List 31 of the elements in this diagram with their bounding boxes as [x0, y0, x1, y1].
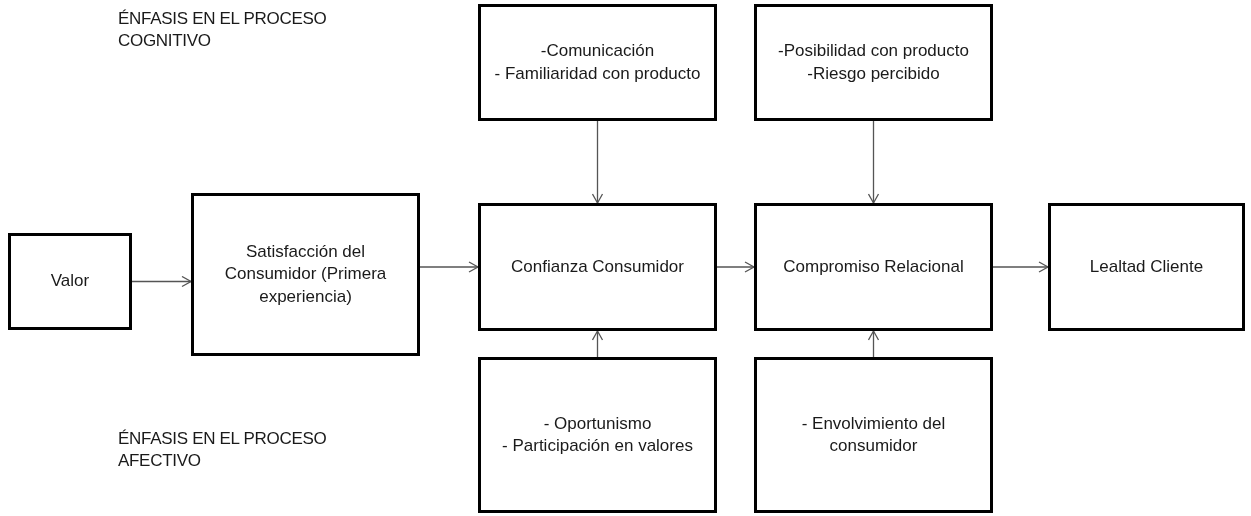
process-box — [478, 203, 717, 331]
arrow — [419, 261, 479, 273]
arrow — [591, 120, 604, 204]
section-note: ÉNFASIS EN EL PROCESO COGNITIVO — [118, 8, 328, 53]
box-text: - Participación en valores — [502, 435, 693, 457]
box-text: Confianza Consumidor — [511, 255, 684, 278]
section-note: ÉNFASIS EN EL PROCESO AFECTIVO — [118, 428, 328, 473]
box-text: -Comunicación — [540, 40, 655, 63]
process-box — [8, 233, 132, 330]
process-box — [478, 357, 717, 513]
box-text: -Riesgo percibido — [807, 62, 940, 85]
arrow — [867, 330, 880, 358]
process-box — [754, 203, 993, 331]
box-text: - Familiaridad con producto — [494, 62, 701, 85]
box-text: Valor — [50, 270, 90, 293]
arrow — [591, 330, 604, 358]
process-box — [191, 193, 420, 356]
box-text: - Envolvimiento del consumidor — [800, 412, 947, 457]
arrow — [867, 120, 880, 204]
arrow — [716, 261, 755, 273]
process-box — [754, 4, 993, 121]
box-text: - Oportunismo — [543, 412, 652, 435]
box-text: Compromiso Relacional — [783, 255, 964, 278]
box-text: -Posibilidad con producto — [778, 40, 969, 63]
process-box — [478, 4, 717, 121]
arrow — [992, 261, 1049, 273]
process-box — [1048, 203, 1245, 331]
process-box — [754, 357, 993, 513]
box-text: Lealtad Cliente — [1089, 255, 1204, 278]
arrow — [131, 275, 192, 288]
box-text: Satisfacción del Consumidor (Primera experiencia) — [223, 241, 388, 308]
